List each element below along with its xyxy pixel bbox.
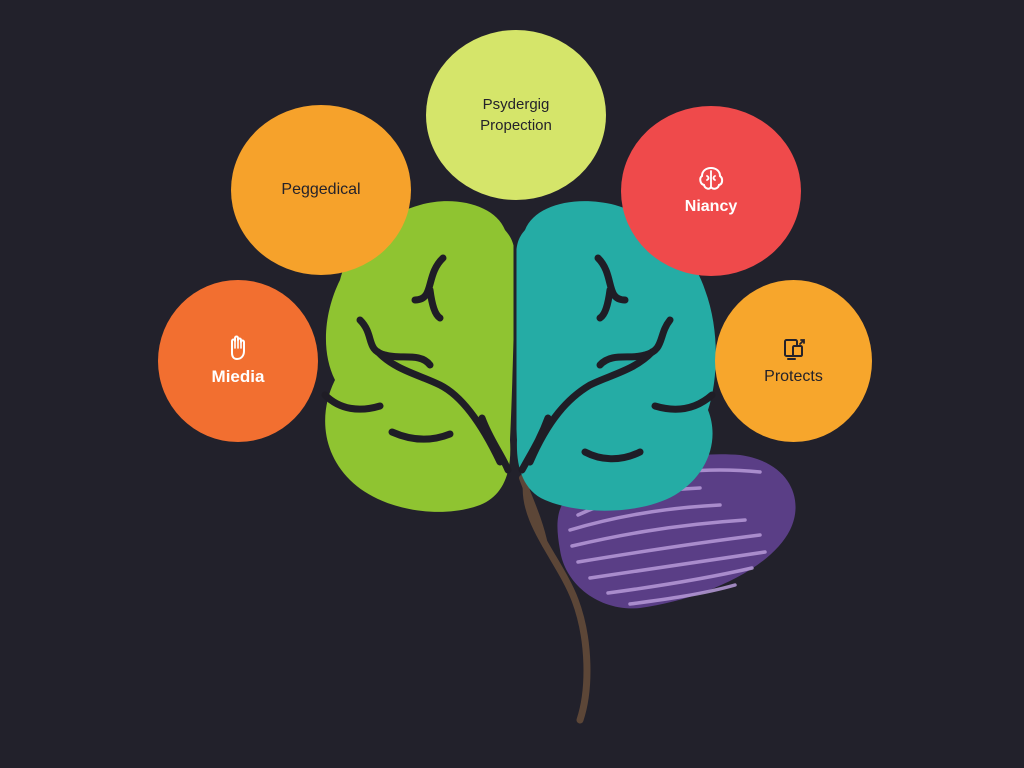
brain-folds-right — [518, 254, 716, 474]
stem-root — [519, 475, 548, 548]
bubble-peggedical-label: Peggedical — [281, 180, 361, 198]
bubble-peggedical: Peggedical — [231, 105, 411, 275]
hand-icon — [231, 335, 245, 361]
devices-icon — [783, 338, 805, 360]
bubble-niancy: Niancy — [621, 106, 801, 276]
brain-stem — [522, 476, 591, 724]
bubble-protects-label: Protects — [764, 367, 823, 385]
bubble-miedia: Miedia — [158, 280, 318, 442]
bubble-niancy-label: Niancy — [684, 197, 738, 215]
bubble-top-line1: Psydergig — [482, 96, 550, 113]
brain-folds-left — [321, 254, 512, 474]
bubble-protects: Protects — [715, 280, 872, 442]
bubble-psydergig-propection: Psydergig Propection — [426, 30, 606, 200]
bubble-miedia-label: Miedia — [211, 367, 265, 387]
brain-icon — [699, 166, 724, 190]
bubble-top-line2: Propection — [480, 117, 552, 134]
